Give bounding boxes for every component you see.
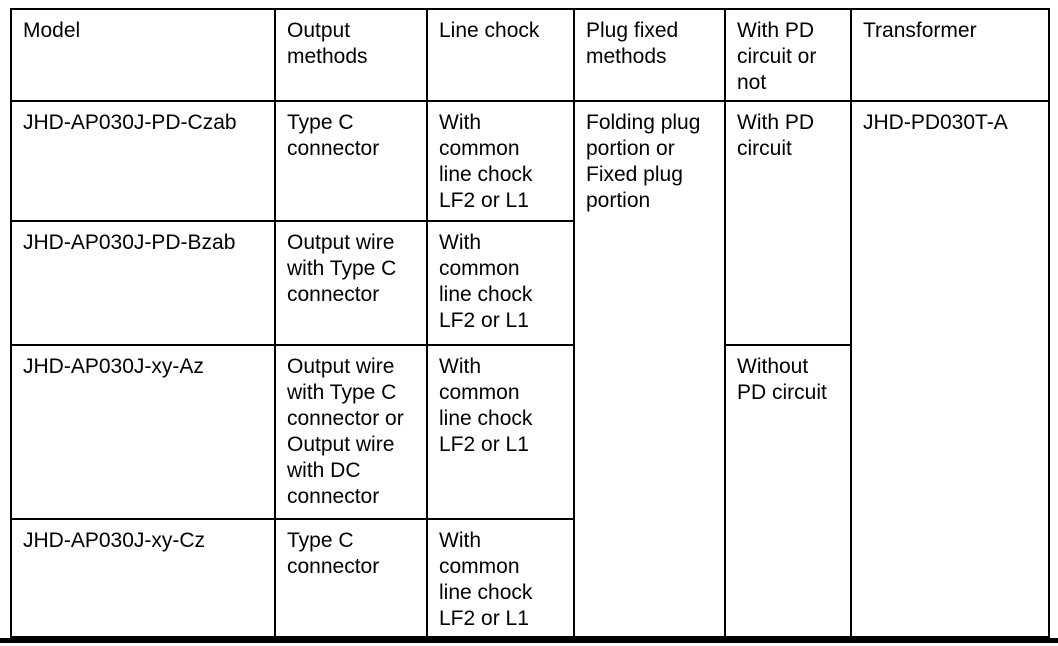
table-row: JHD-AP030J-xy-Az Output wire with Type C… bbox=[10, 344, 1049, 638]
table-row: JHD-AP030J-xy-Cz Type C connector With c… bbox=[10, 518, 1049, 638]
col-header-plug-fixed-methods: Plug fixed methods bbox=[573, 8, 726, 102]
line-chock-cell: With common line chock LF2 or L1 bbox=[426, 344, 575, 520]
col-header-pd-circuit: With PD circuit or not bbox=[724, 8, 852, 102]
line-chock-cell: With common line chock LF2 or L1 bbox=[426, 220, 575, 346]
col-header-output-methods: Output methods bbox=[274, 8, 428, 102]
with-pd-circuit-cell: With PD circuit bbox=[724, 100, 852, 346]
model-cell: JHD-AP030J-xy-Cz bbox=[10, 518, 276, 638]
model-cell: JHD-AP030J-PD-Bzab bbox=[10, 220, 276, 346]
col-header-model: Model bbox=[10, 8, 276, 102]
output-methods-cell: Output wire with Type C connector bbox=[274, 220, 428, 346]
output-methods-cell: Type C connector bbox=[274, 100, 428, 222]
product-spec-table: Model Output methods Line chock Plug fix… bbox=[10, 8, 1050, 638]
table-row: JHD-AP030J-PD-Bzab Output wire with Type… bbox=[10, 220, 1049, 346]
table-row: JHD-AP030J-PD-Czab Type C connector With… bbox=[10, 100, 1050, 638]
transformer-cell: JHD-PD030T-A bbox=[850, 100, 1050, 638]
col-header-transformer: Transformer bbox=[850, 8, 1050, 102]
header-row: Model Output methods Line chock Plug fix… bbox=[10, 8, 1050, 102]
output-methods-cell: Type C connector bbox=[274, 518, 428, 638]
bottom-horizontal-rule bbox=[0, 638, 1058, 643]
line-chock-cell: With common line chock LF2 or L1 bbox=[426, 518, 575, 638]
model-cell: JHD-AP030J-xy-Az bbox=[10, 344, 276, 520]
col-header-line-chock: Line chock bbox=[426, 8, 575, 102]
line-chock-cell: With common line chock LF2 or L1 bbox=[426, 100, 575, 222]
model-cell: JHD-AP030J-PD-Czab bbox=[10, 100, 276, 222]
without-pd-circuit-cell: Without PD circuit bbox=[724, 344, 852, 638]
plug-fixed-methods-cell: Folding plug portion or Fixed plug porti… bbox=[573, 100, 726, 638]
output-methods-cell: Output wire with Type C connector or Out… bbox=[274, 344, 428, 520]
